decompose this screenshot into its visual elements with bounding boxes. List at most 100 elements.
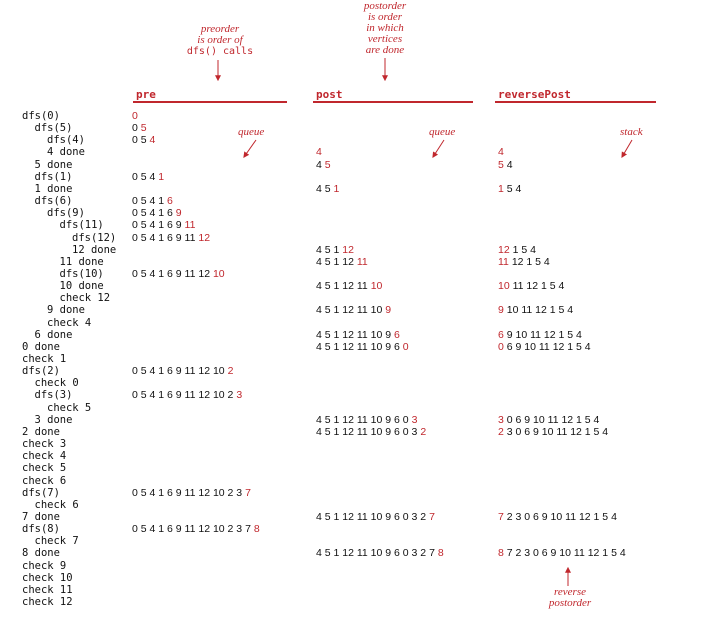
trace-line: check 6 (22, 474, 67, 487)
reversepost-new-vertex: 9 (498, 304, 504, 317)
trace-line: dfs(11) (59, 219, 104, 232)
reversepost-sequence: 12 1 5 4 (508, 255, 550, 268)
pre-new-vertex: 11 (184, 219, 196, 232)
post-row: 4 5 (316, 159, 331, 171)
pre-sequence: 0 5 4 (132, 170, 159, 183)
post-row: 4 (316, 146, 322, 158)
trace-line: 10 done (59, 280, 104, 293)
reversepost-sequence: 2 3 0 6 9 10 11 12 1 5 4 (503, 510, 617, 523)
post-header-rule (313, 101, 473, 103)
pre-new-vertex: 7 (245, 486, 251, 499)
pre-sequence: 0 5 4 1 6 9 (132, 219, 185, 232)
queue-annotation-pre: queue (238, 126, 265, 138)
post-sequence: 4 5 1 12 11 10 9 6 (316, 340, 403, 353)
pre-new-vertex: 2 (227, 365, 234, 378)
trace-line: 12 done (72, 243, 117, 256)
postorder-line-1: postorder (363, 0, 407, 12)
post-row: 4 5 1 12 11 (316, 256, 368, 268)
reversepost-row: 10 11 12 1 5 4 (498, 280, 564, 292)
trace-line: check 3 (22, 438, 67, 451)
reversepost-row: 1 5 4 (498, 183, 521, 195)
trace-line: 4 done (47, 146, 85, 159)
trace-line: 2 done (22, 425, 60, 438)
stack-annotation: stack (620, 126, 643, 138)
reversepost-row: 8 7 2 3 0 6 9 10 11 12 1 5 4 (498, 547, 626, 559)
pre-sequence: 0 5 4 1 6 9 11 12 (132, 267, 213, 280)
reversepost-row: 0 6 9 10 11 12 1 5 4 (498, 341, 591, 353)
postorder-line-5: are done (365, 44, 405, 56)
post-row: 4 5 1 12 11 10 9 6 0 3 2 7 (316, 511, 435, 523)
post-new-vertex: 6 (394, 328, 400, 341)
pre-row: 0 5 4 1 6 9 (132, 207, 182, 219)
post-row: 4 5 1 12 11 10 9 6 0 3 (316, 414, 417, 426)
reversepost-row: 4 (498, 146, 504, 158)
pre-sequence: 0 5 4 1 6 (132, 207, 176, 220)
reversepost-row: 5 4 (498, 159, 513, 171)
pre-row: 0 5 4 1 6 9 11 12 10 2 (132, 365, 233, 377)
trace-line: 5 done (34, 158, 73, 171)
reversepost-row: 12 1 5 4 (498, 244, 536, 256)
trace-line: 1 done (34, 182, 73, 195)
trace-line: check 0 (34, 377, 79, 390)
post-new-vertex: 10 (370, 280, 383, 293)
trace-line: dfs(3) (34, 389, 73, 402)
post-row: 4 5 1 (316, 183, 339, 195)
pre-sequence: 0 (132, 122, 141, 135)
reversepost-new-vertex: 5 (498, 158, 504, 171)
preorder-line-1: preorder (200, 23, 240, 35)
reversepost-new-vertex: 0 (498, 340, 504, 353)
postorder-line-2: is order (367, 11, 403, 23)
reversepost-sequence: 3 0 6 9 10 11 12 1 5 4 (503, 425, 609, 438)
preorder-line-3: dfs() calls (186, 46, 254, 57)
pre-new-vertex: 8 (253, 523, 260, 536)
post-sequence: 4 5 1 12 (316, 255, 357, 268)
pre-row: 0 5 4 1 6 9 11 12 10 2 3 (132, 389, 242, 401)
trace-line: check 4 (47, 316, 92, 329)
pre-row: 0 5 4 1 (132, 171, 164, 183)
reversepost-new-vertex: 4 (498, 146, 504, 159)
reversepost-row: 11 12 1 5 4 (498, 256, 550, 268)
trace-line: 3 done (34, 413, 73, 426)
reversepost-new-vertex: 8 (498, 547, 504, 560)
trace-line: dfs(1) (34, 170, 73, 183)
post-row: 4 5 1 12 11 10 9 6 0 3 2 (316, 426, 426, 438)
pre-new-vertex: 1 (158, 170, 165, 183)
pre-row: 0 5 (132, 122, 147, 134)
postorder-annotation: postorder is order in which vertices are… (345, 1, 425, 56)
pre-new-vertex: 0 (132, 110, 138, 122)
post-sequence: 4 5 1 12 11 10 9 6 0 3 2 7 (316, 547, 438, 560)
pre-new-vertex: 9 (175, 207, 182, 220)
post-sequence: 4 5 1 12 11 10 (316, 304, 386, 317)
trace-line: check 7 (34, 535, 79, 548)
reversepost-row: 3 0 6 9 10 11 12 1 5 4 (498, 414, 599, 426)
reversepost-row: 7 2 3 0 6 9 10 11 12 1 5 4 (498, 511, 617, 523)
reversepost-row: 9 10 11 12 1 5 4 (498, 304, 573, 316)
queue-arrow-pre (243, 139, 257, 158)
reversepost-header: reversePost (498, 88, 571, 101)
reversepost-sequence: 6 9 10 11 12 1 5 4 (503, 340, 591, 353)
post-new-vertex: 0 (402, 340, 409, 353)
post-new-vertex: 2 (420, 425, 427, 438)
pre-sequence: 0 5 4 1 6 9 11 12 10 (132, 365, 228, 378)
preorder-line-2: is order of (197, 34, 243, 46)
post-row: 4 5 1 12 (316, 244, 354, 256)
post-sequence: 4 5 1 12 11 10 9 (316, 328, 395, 341)
pre-row: 0 5 4 1 6 9 11 (132, 219, 195, 231)
preorder-annotation: preorder is order of dfs() calls (175, 23, 265, 58)
post-row: 4 5 1 12 11 10 9 6 0 (316, 341, 409, 353)
reversepost-row: 2 3 0 6 9 10 11 12 1 5 4 (498, 426, 608, 438)
reversepost-new-vertex: 1 (498, 182, 504, 195)
post-sequence: 4 5 1 (316, 243, 343, 256)
post-sequence: 4 5 1 12 11 10 9 6 0 3 2 (316, 510, 430, 523)
pre-sequence: 0 5 4 1 6 9 11 12 10 2 3 7 (132, 523, 254, 536)
trace-line: check 5 (22, 462, 67, 475)
post-new-vertex: 12 (342, 243, 354, 256)
post-new-vertex: 7 (429, 510, 435, 523)
reversepost-new-vertex: 3 (498, 413, 504, 426)
trace-line: check 1 (22, 353, 67, 365)
pre-sequence: 0 5 4 1 6 9 11 12 10 2 3 (132, 486, 246, 499)
reversepost-sequence: 10 11 12 1 5 4 (503, 304, 574, 317)
trace-line: 0 done (22, 340, 60, 353)
pre-sequence: 0 5 4 1 (132, 195, 168, 208)
